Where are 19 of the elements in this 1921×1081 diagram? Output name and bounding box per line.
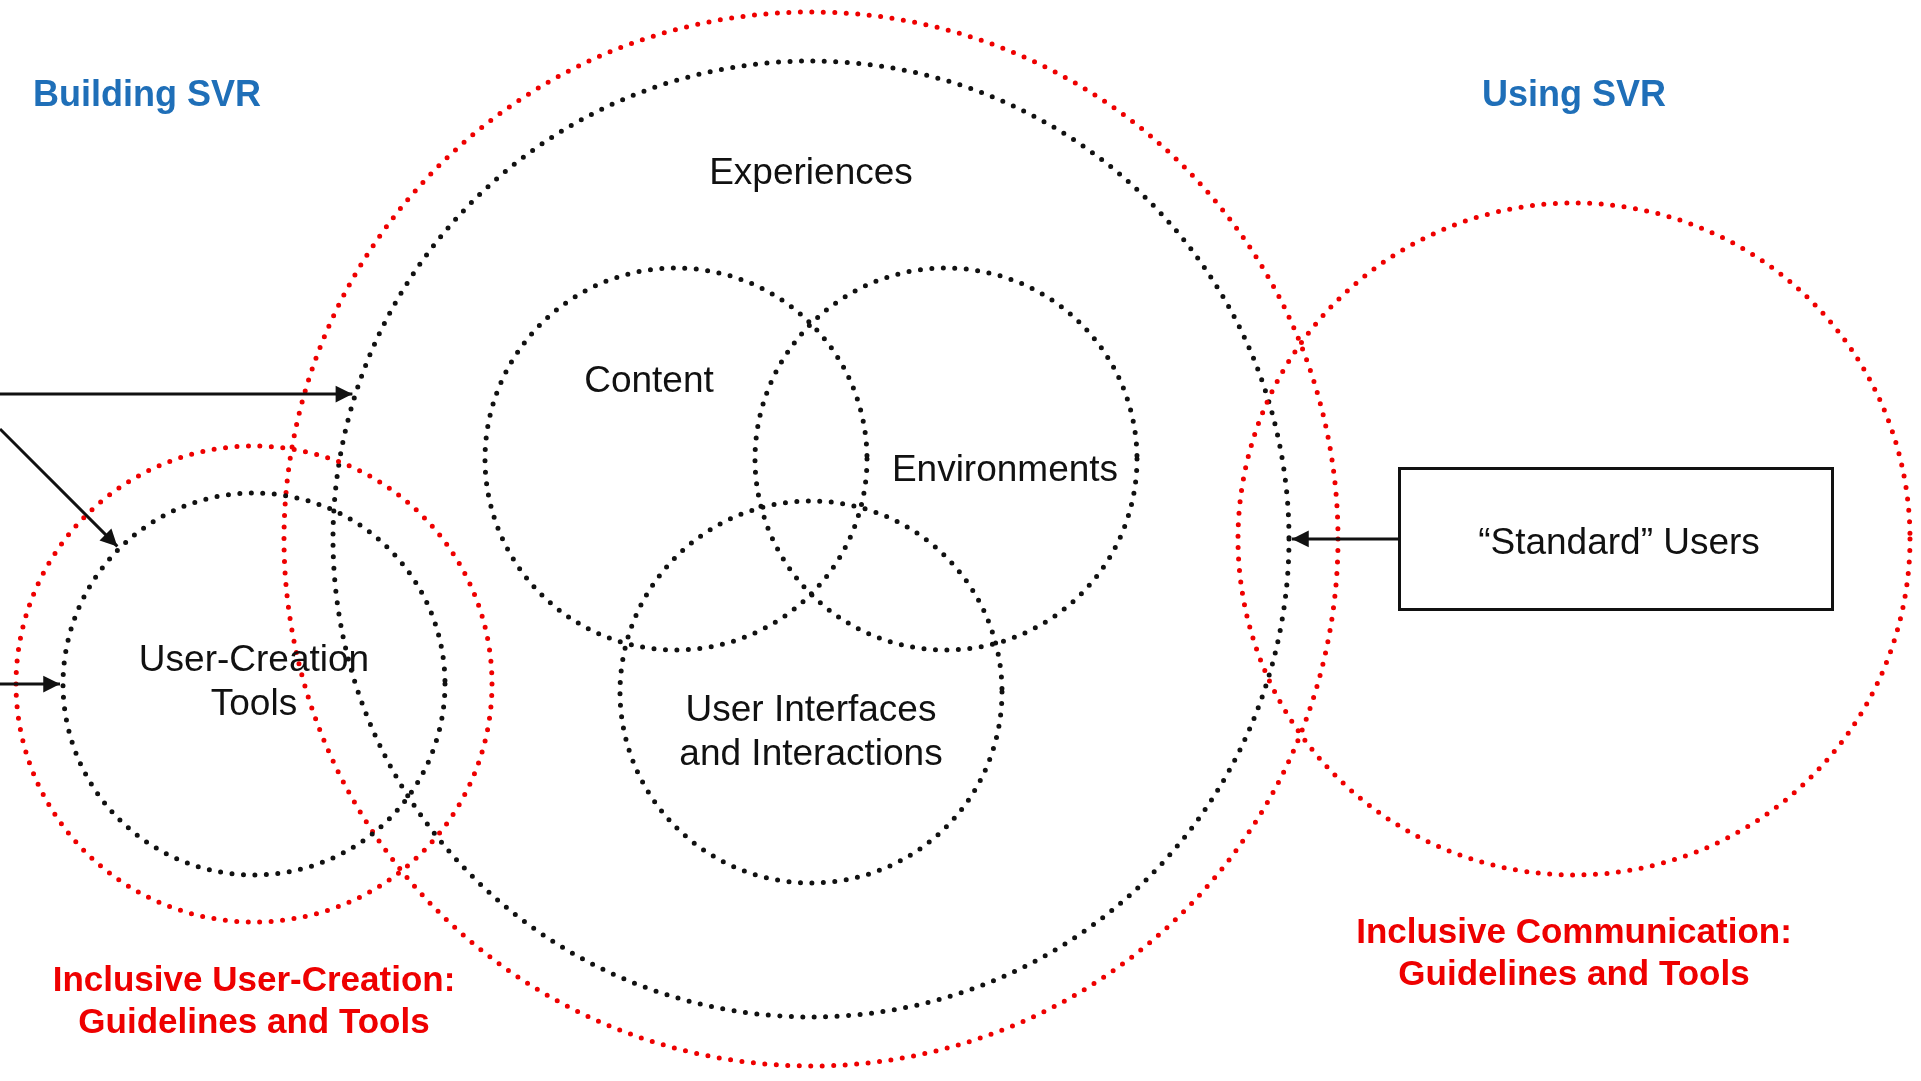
node-label: User Interfaces and Interactions: [678, 686, 944, 775]
circle-heading: Inclusive Communication: Guidelines and Tools: [1355, 910, 1793, 994]
node-label: Environments: [891, 446, 1119, 491]
section-heading: Using SVR: [1482, 73, 1666, 115]
node-label: User-Creation Tools: [137, 636, 371, 725]
dotted-circle: [617, 498, 1005, 886]
arrow: [1291, 530, 1398, 548]
node-label: Content: [584, 357, 714, 402]
node-label: “Standard” Users: [1478, 519, 1760, 564]
arrow: [0, 385, 353, 403]
arrow: [0, 675, 61, 693]
dotted-circle: [60, 490, 448, 878]
circle-heading: Inclusive User-Creation: Guidelines and Tools: [51, 958, 457, 1042]
node-label: Experiences: [709, 149, 913, 194]
dotted-circle: [752, 265, 1140, 653]
dotted-circle: [482, 265, 870, 653]
process-box: [1398, 467, 1834, 611]
arrow: [0, 427, 119, 548]
section-heading: Building SVR: [33, 73, 261, 115]
